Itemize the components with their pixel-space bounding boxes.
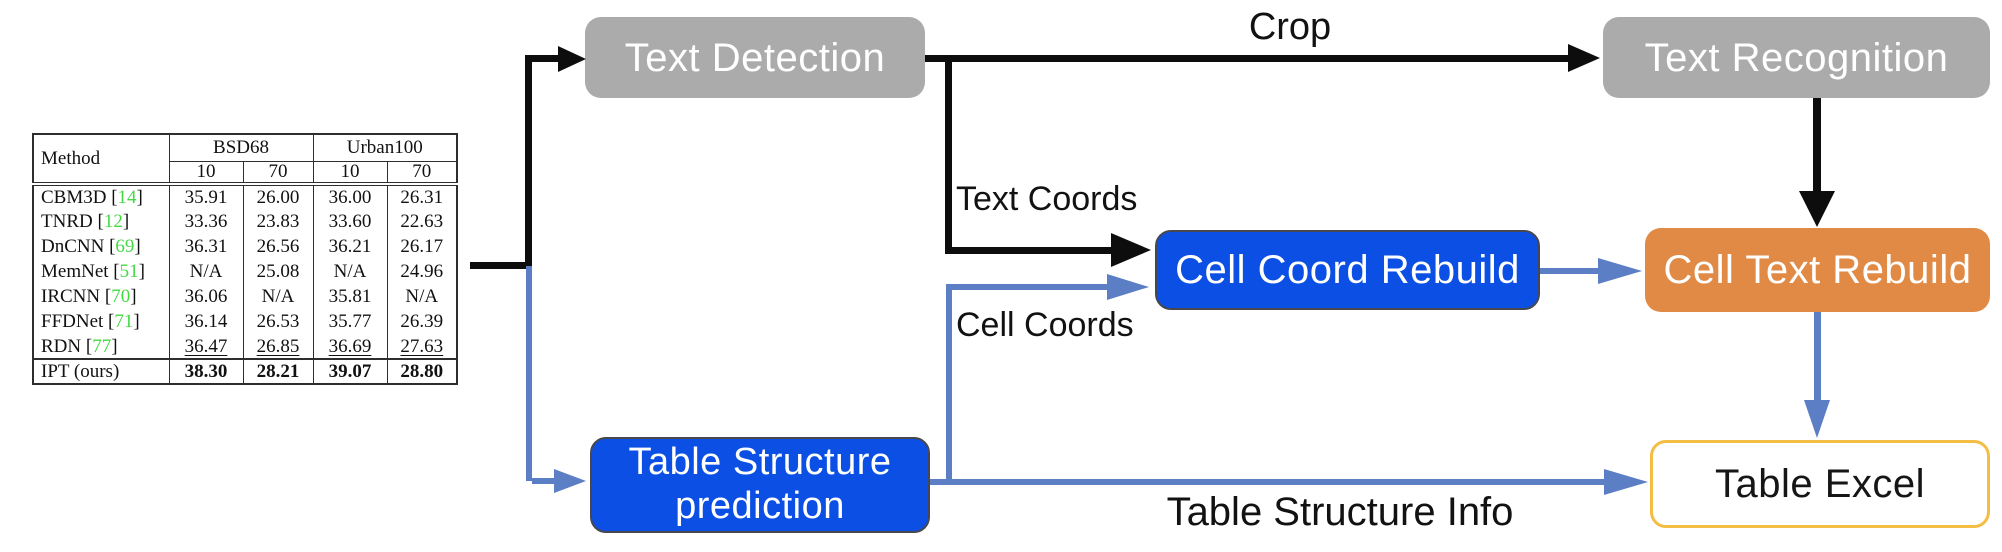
label-text-coords: Text Coords [956,180,1138,218]
edge-text-detection-in-line [532,55,560,62]
tr-down-arrowhead [1799,191,1835,227]
table-subheader-cell: 10 [312,161,387,186]
table-value-cell: 26.39 [386,309,457,334]
edge-text-coords-vline [945,58,952,254]
edge-text-coords-hline [945,247,1113,254]
table-value-cell: 26.00 [242,184,313,209]
table-value-cell: 36.31 [168,234,243,259]
ctr-down-arrowhead [1804,400,1830,438]
table-method-cell: CBM3D [14] [32,184,169,209]
table-subheader-cell: 10 [168,161,243,186]
table-value-cell: 26.56 [242,234,313,259]
table-value-cell: 26.31 [386,184,457,209]
table-value-cell: 28.80 [386,358,457,384]
node-cell-coord-rebuild: Cell Coord Rebuild [1155,230,1540,310]
table-method-cell: TNRD [12] [32,209,169,234]
table-value-cell: 38.30 [168,358,243,384]
table-value-cell: 25.08 [242,259,313,284]
table-value-cell: 26.85 [242,334,313,359]
citation-number: 14 [117,187,137,208]
edge-cell-coords-vline [946,284,952,483]
table-method-cell: DnCNN [69] [32,234,169,259]
table-subheader-cell: 70 [386,161,457,186]
edge-ccr-to-ctr-line [1540,268,1600,274]
table-value-cell: 33.36 [168,209,243,234]
table-header-urban100: Urban100 [312,134,457,162]
table-value-cell: 28.21 [242,358,313,384]
table-value-cell: 24.96 [386,259,457,284]
citation-number: 77 [92,335,112,357]
citation-number: 12 [103,211,123,232]
table-value-cell: 35.91 [168,184,243,209]
citation-number: 51 [119,261,139,282]
text-coords-arrowhead [1111,233,1151,267]
table-value-cell: N/A [386,284,457,309]
node-table-structure-prediction: Table Structure prediction [590,437,930,533]
edge-crop-line [925,55,1570,62]
table-value-cell: 36.21 [312,234,387,259]
edge-tsi-line [930,479,1606,485]
table-value-cell: 35.77 [312,309,387,334]
table-subheader-cell: 70 [242,161,313,186]
ccr-to-ctr-arrowhead [1598,258,1642,284]
crop-arrowhead [1568,44,1600,72]
table-method-cell: IRCNN [70] [32,284,169,309]
edge-split-down-line [526,266,532,481]
label-table-structure-info: Table Structure Info [1166,490,1514,534]
edge-tr-down-line [1813,98,1821,193]
table-value-cell: 39.07 [312,358,387,384]
edge-tsp-in-line [532,478,556,484]
label-crop: Crop [1248,6,1332,48]
table-value-cell: 27.63 [386,334,457,359]
edge-cell-coords-hline [949,284,1109,290]
edge-ctr-down-line [1814,312,1821,402]
table-value-cell: 36.47 [168,334,243,359]
cell-coords-arrowhead [1107,274,1149,300]
node-text-recognition: Text Recognition [1603,17,1990,98]
table-value-cell: 23.83 [242,209,313,234]
table-value-cell: N/A [312,259,387,284]
text-detection-arrowhead [558,46,586,72]
node-text-detection: Text Detection [585,17,925,98]
table-value-cell: N/A [168,259,243,284]
table-method-cell: FFDNet [71] [32,309,169,334]
node-table-excel: Table Excel [1650,440,1990,528]
table-method-cell: MemNet [51] [32,259,169,284]
node-cell-text-rebuild: Cell Text Rebuild [1645,228,1990,312]
table-value-cell: 36.14 [168,309,243,334]
label-cell-coords: Cell Coords [956,306,1134,344]
table-value-cell: 22.63 [386,209,457,234]
tsi-arrowhead [1604,469,1648,495]
table-value-cell: N/A [242,284,313,309]
table-value-cell: 33.60 [312,209,387,234]
table-method-cell: IPT (ours) [32,358,169,384]
citation-number: 71 [114,311,134,332]
table-value-cell: 36.00 [312,184,387,209]
table-value-cell: 35.81 [312,284,387,309]
table-header-method: Method [32,134,169,186]
table-value-cell: 26.53 [242,309,313,334]
table-value-cell: 36.69 [312,334,387,359]
edge-split-up-line [525,55,532,269]
citation-number: 69 [115,236,135,257]
tsp-arrowhead [554,469,586,493]
table-method-cell: RDN [77] [32,334,169,359]
edge-table-out-line [470,262,532,269]
table-header-bsd68: BSD68 [168,134,313,162]
table-value-cell: 26.17 [386,234,457,259]
table-value-cell: 36.06 [168,284,243,309]
citation-number: 70 [111,286,131,307]
